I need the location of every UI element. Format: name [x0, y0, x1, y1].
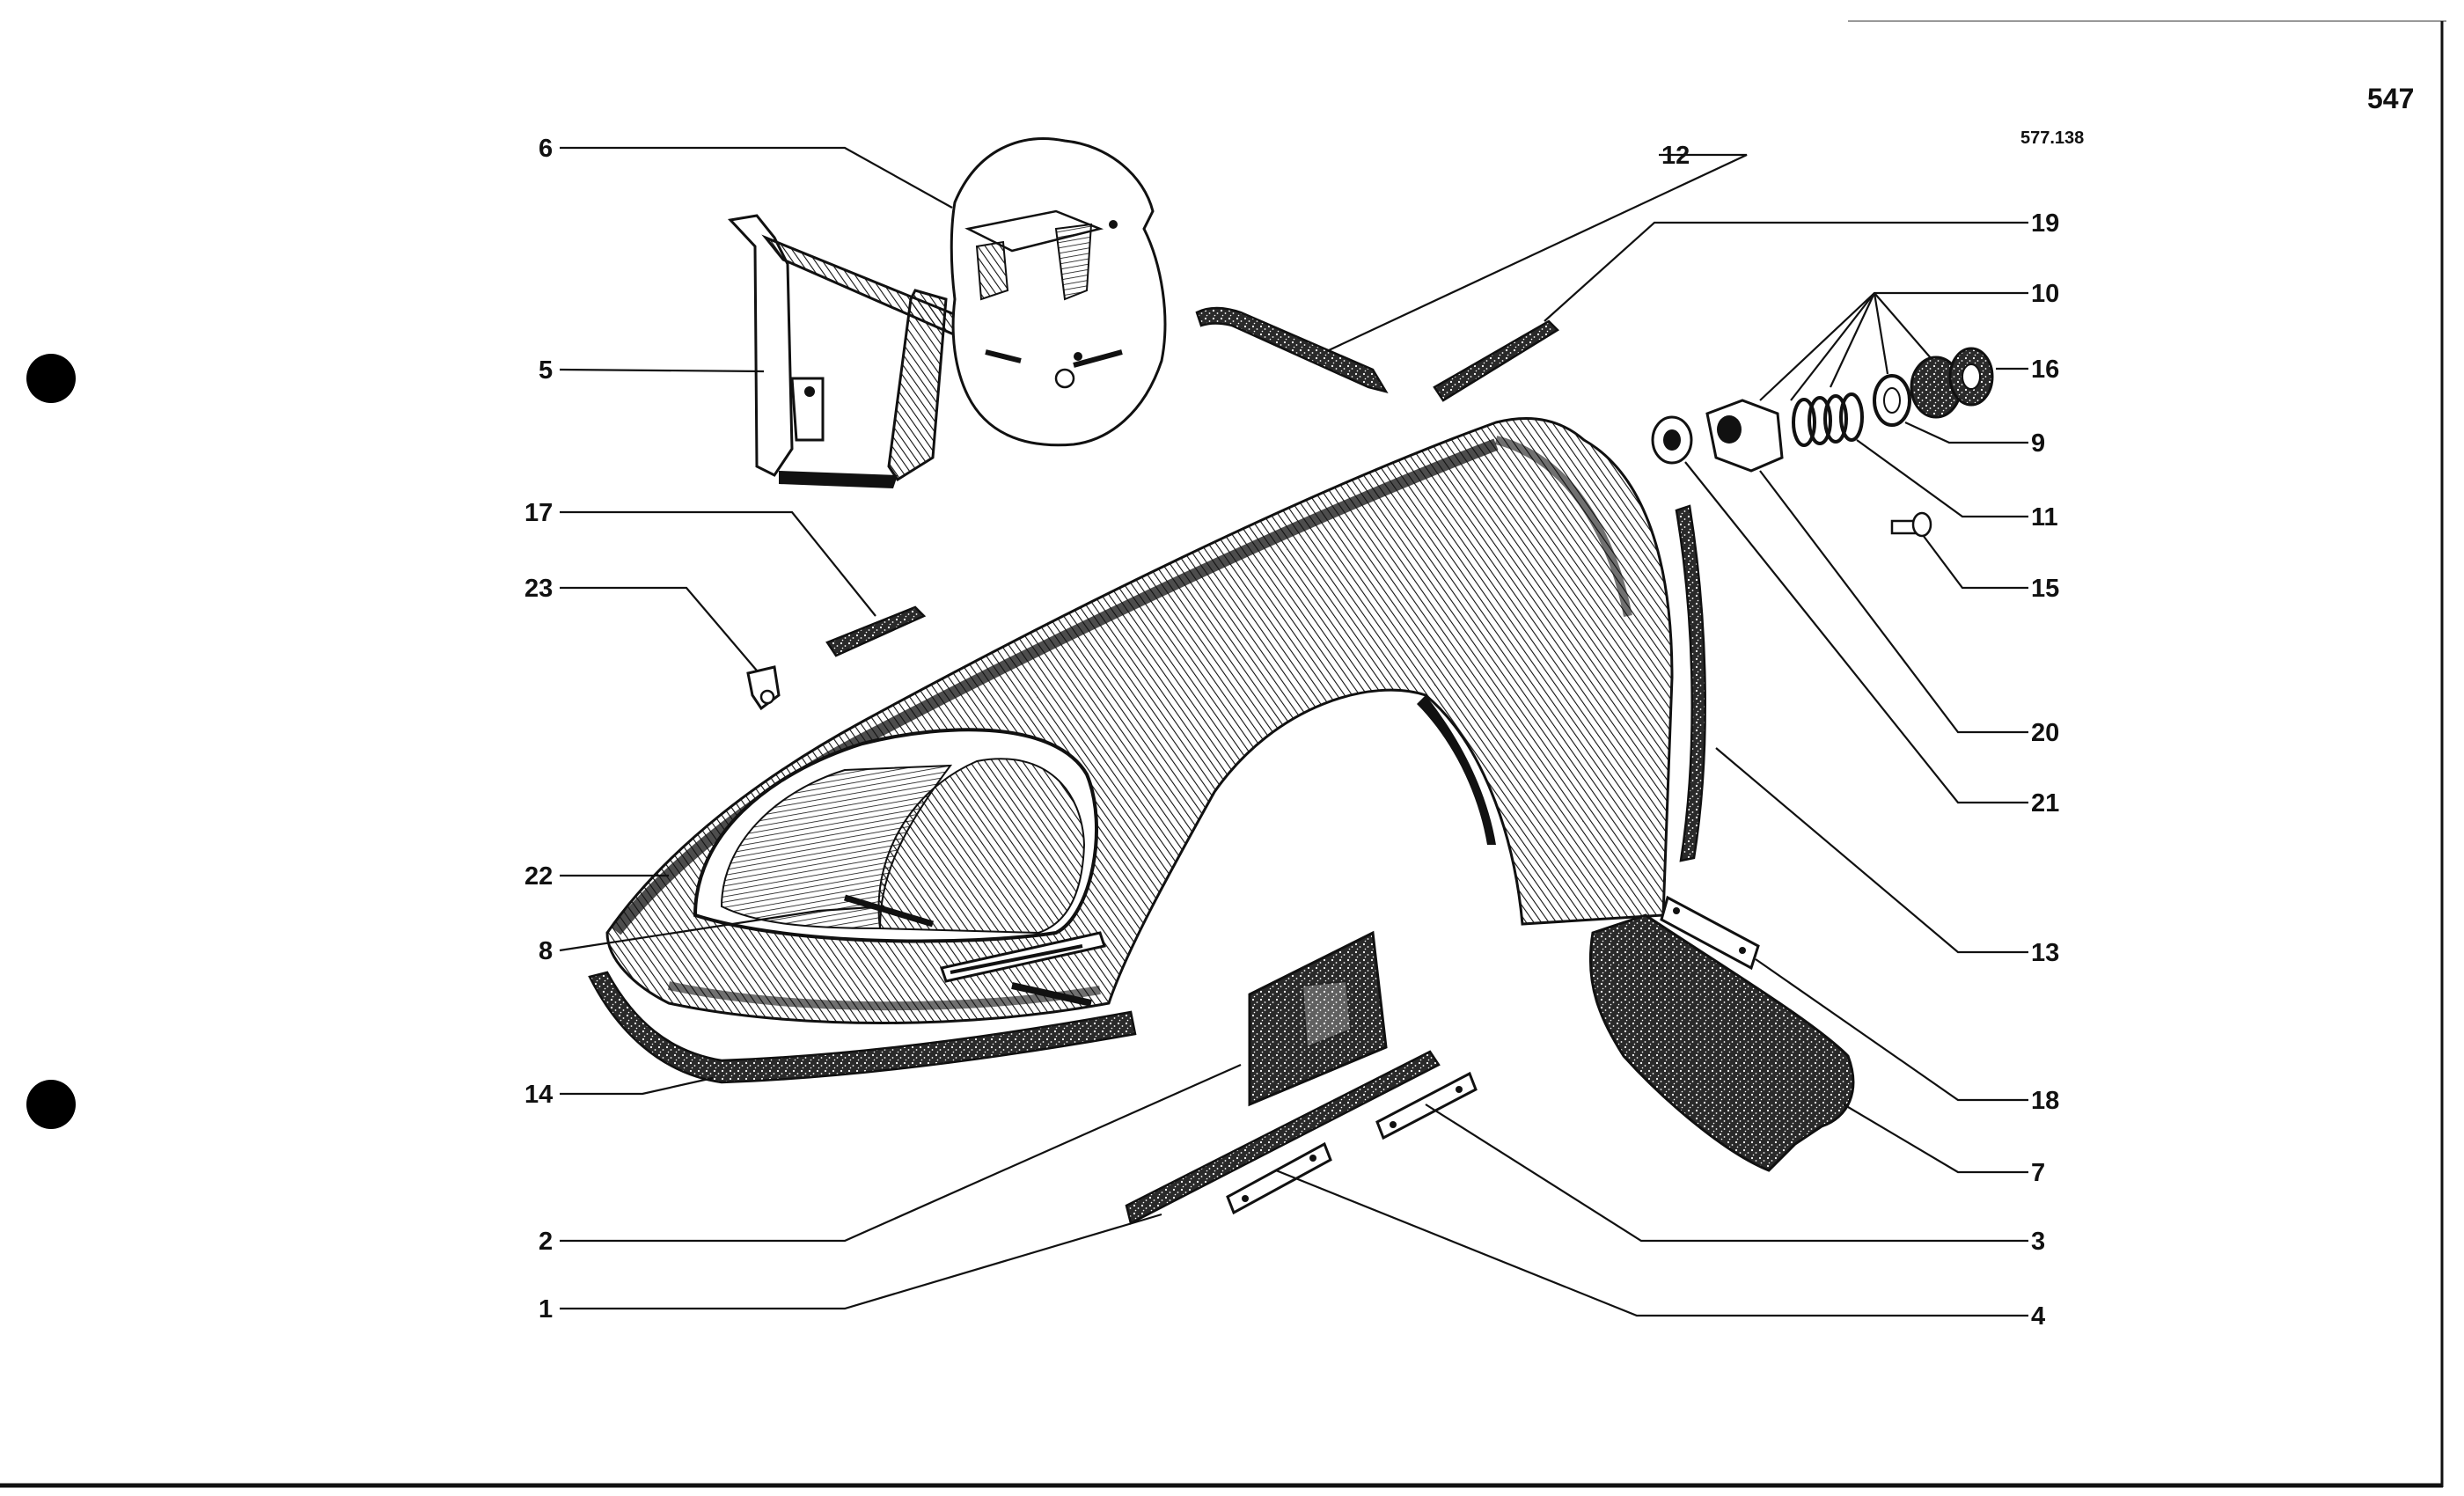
page-frame [0, 20, 2446, 1488]
callout-label: 18 [2031, 1087, 2059, 1115]
fastener-housing-part-20 [1705, 399, 1784, 473]
screw-part-15 [1890, 511, 1932, 538]
callout-label: 15 [2031, 575, 2059, 603]
seal-strip-part-13 [1675, 504, 1706, 862]
plate-part-4 [1226, 1141, 1332, 1215]
strip-part-1 [1125, 1050, 1441, 1225]
plate-part-18 [1660, 895, 1760, 971]
bracket-detail-inset-6 [950, 137, 1167, 447]
leader-lines [559, 146, 2028, 1317]
callout-label: 14 [524, 1081, 553, 1109]
callout-label: 3 [2031, 1228, 2045, 1256]
grommet-part-16 [1910, 347, 1994, 419]
callout-label: 1 [539, 1295, 553, 1324]
fender-panel [605, 417, 1674, 1024]
callout-label: 13 [2031, 939, 2059, 967]
callout-label: 12 [1661, 142, 1690, 170]
callout-label: 6 [539, 135, 553, 163]
callout-label: 8 [539, 937, 553, 965]
panel-part-2 [1248, 930, 1388, 1107]
callout-label: 21 [2031, 789, 2059, 818]
callout-label: 23 [524, 575, 553, 603]
fastener-nut-part-21 [1651, 415, 1693, 465]
callout-label: 19 [2031, 209, 2059, 238]
binder-hole-bottom [26, 1080, 76, 1129]
callout-label: 7 [2031, 1159, 2045, 1187]
washer-part-9 [1873, 374, 1911, 427]
callout-label: 4 [2031, 1302, 2045, 1331]
callout-label: 2 [539, 1228, 553, 1256]
clip-part-23 [746, 665, 781, 711]
panel-part-2-recess [1301, 979, 1353, 1049]
drawing-reference: 577.138 [2020, 128, 2084, 148]
seal-strip-part-14 [588, 971, 1137, 1084]
panel-part-7 [1588, 913, 1855, 1172]
bracket-part-5 [727, 214, 1050, 488]
callout-label: 10 [2031, 280, 2059, 308]
callout-label: 11 [2031, 503, 2058, 532]
callout-label: 5 [539, 356, 553, 385]
seal-strip-part-12 [1195, 306, 1389, 393]
callout-label: 9 [2031, 429, 2045, 458]
callout-label: 22 [524, 862, 553, 891]
seal-strip-part-19 [1433, 319, 1560, 402]
spring-part-11 [1792, 392, 1864, 447]
seal-strip-part-17 [825, 605, 927, 657]
callout-label: 17 [524, 499, 553, 527]
callout-labels: 6 5 17 23 22 8 14 2 1 12 19 10 16 9 11 1… [524, 135, 2059, 1331]
binder-hole-top [26, 354, 76, 403]
page-number: 547 [2367, 83, 2414, 114]
callout-label: 16 [2031, 356, 2059, 384]
callout-label: 20 [2031, 719, 2059, 747]
